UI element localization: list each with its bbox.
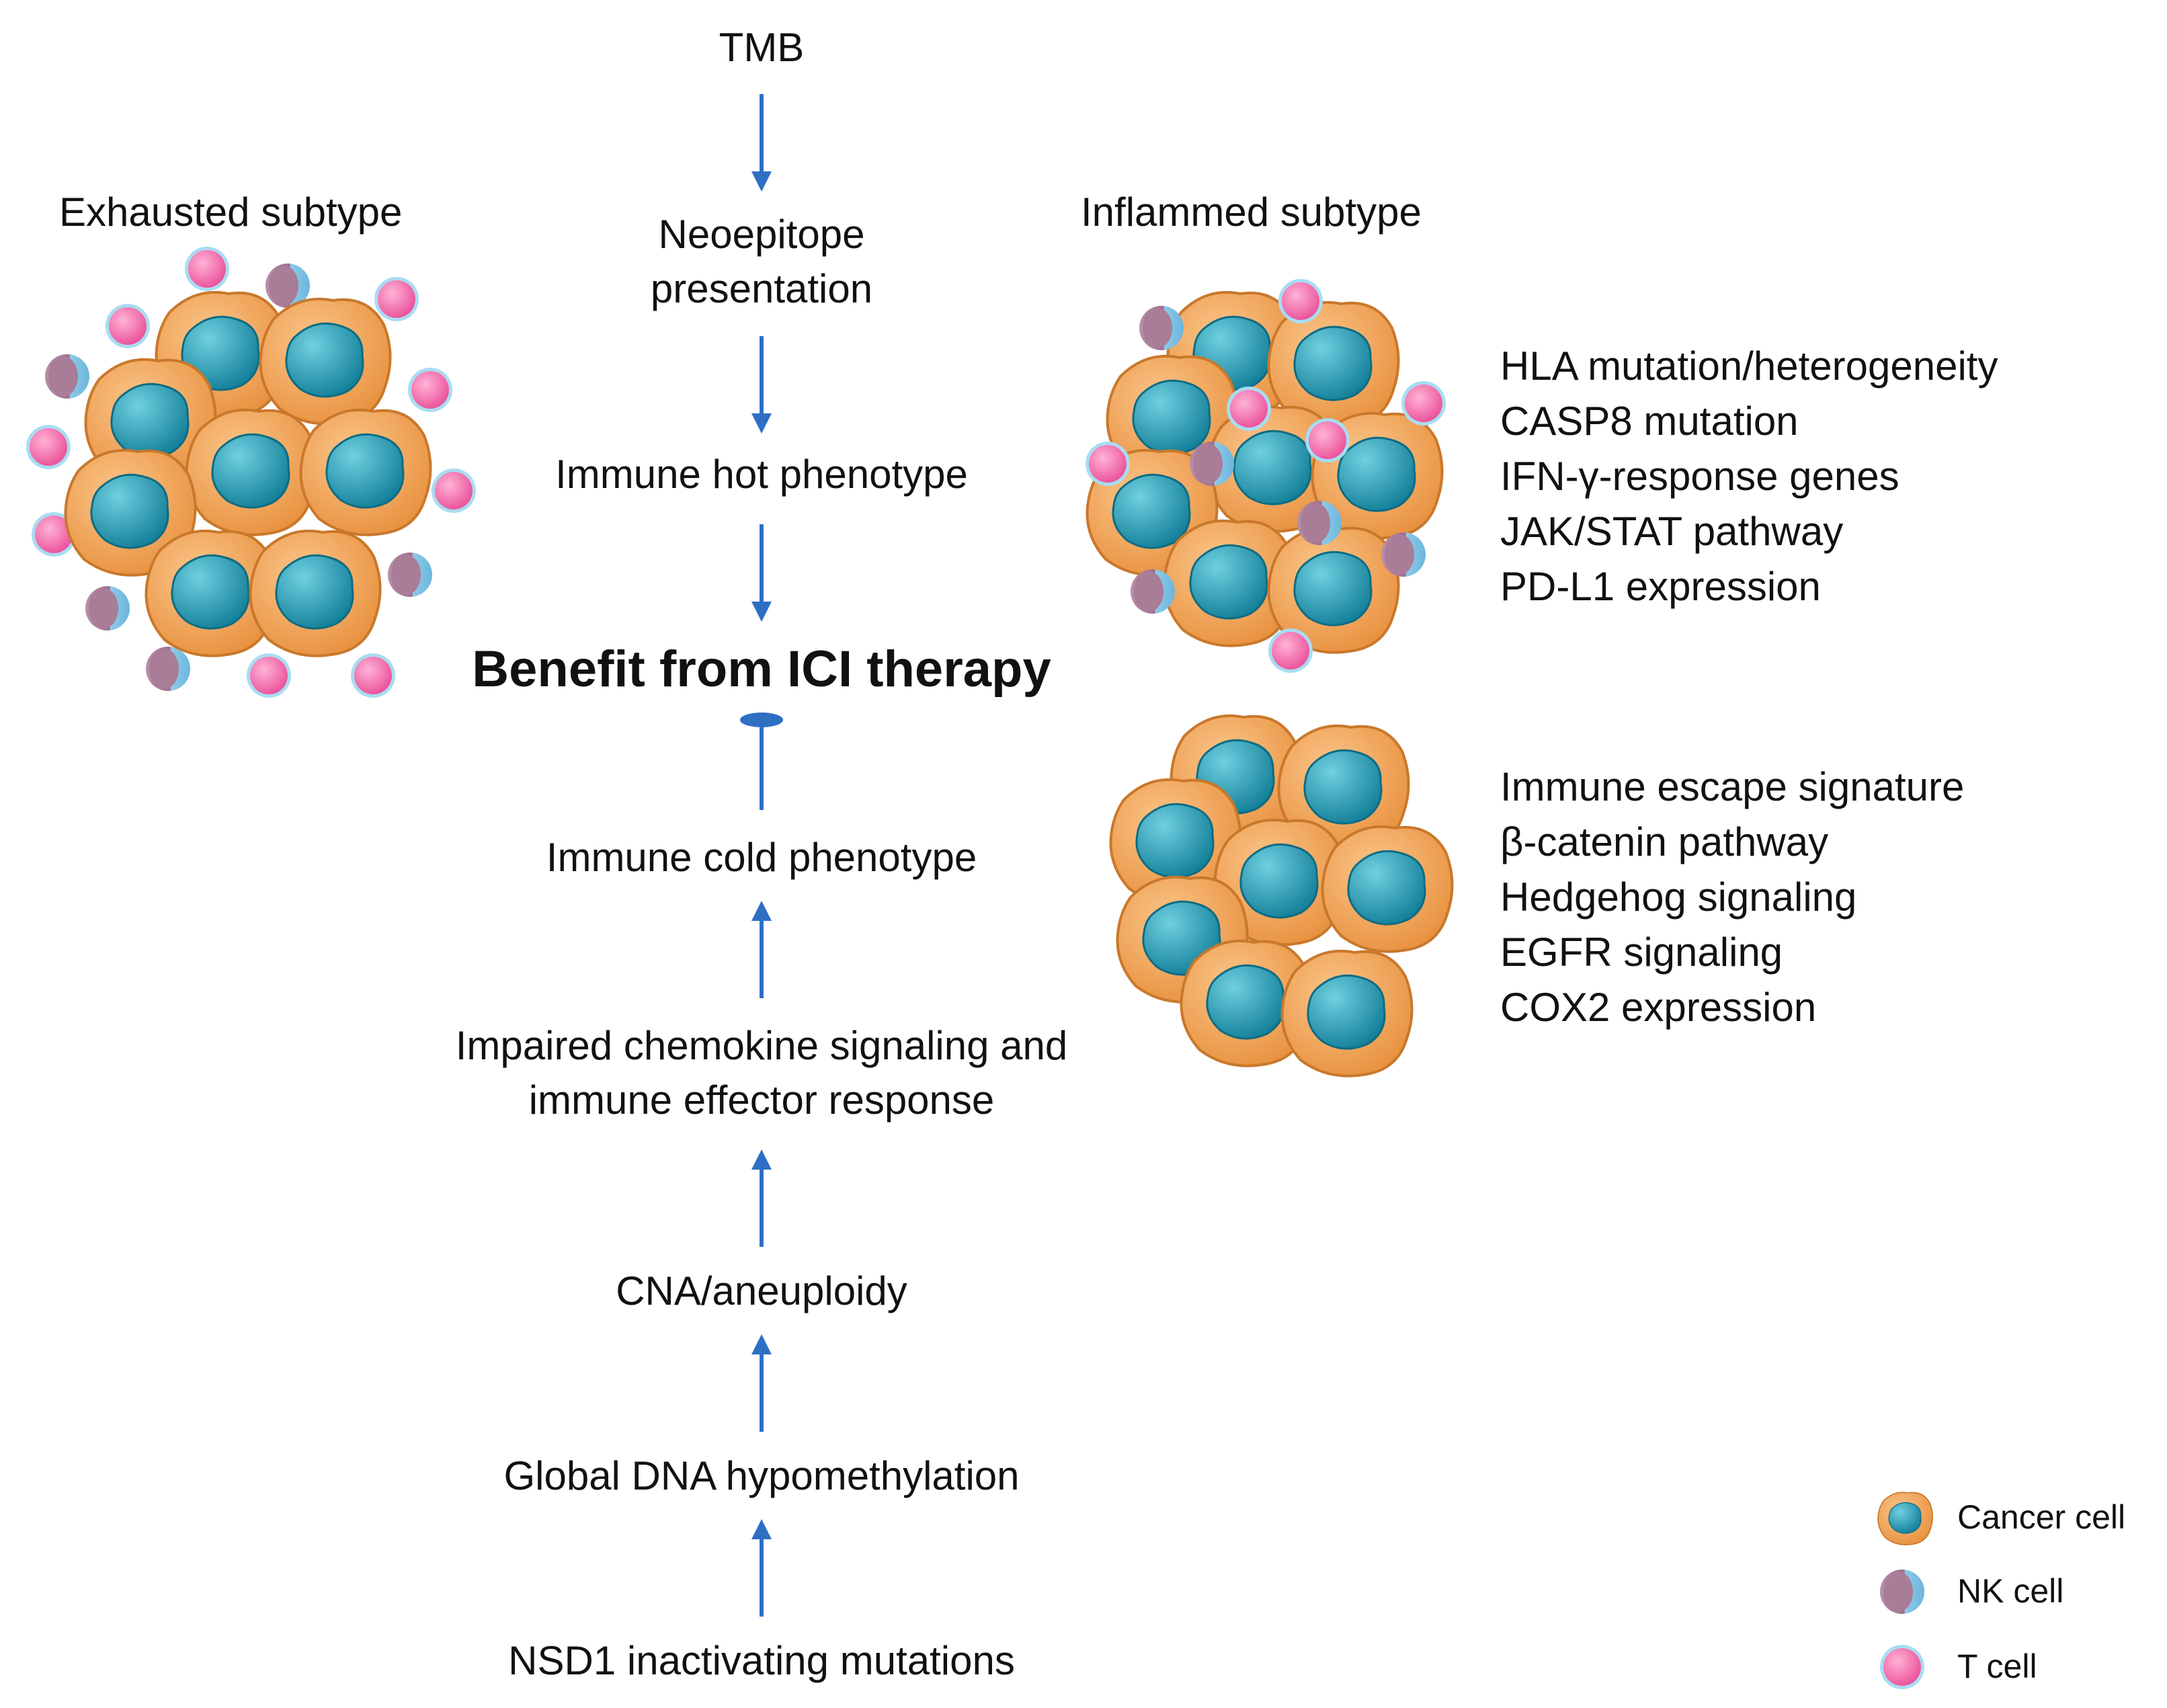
nk-cell <box>1139 306 1184 350</box>
t-cell <box>106 304 150 348</box>
nk-cell <box>1381 532 1426 577</box>
t-cell <box>408 368 452 412</box>
inflamed-feature: PD-L1 expression <box>1500 564 1821 609</box>
nk-cell <box>146 647 190 691</box>
flow-neoepitope: Neoepitope presentation <box>650 212 873 311</box>
t-cell <box>1268 628 1313 673</box>
cold-feature: β-catenin pathway <box>1500 819 1829 864</box>
nk-cell <box>1190 442 1234 486</box>
cancer-cell <box>299 408 432 536</box>
cold-cluster <box>1109 714 1454 1077</box>
cold-feature: EGFR signaling <box>1500 930 1783 975</box>
cold-feature: Immune escape signature <box>1500 764 1965 809</box>
inflamed-feature: IFN-γ-response genes <box>1500 454 1899 499</box>
cancer-cell <box>1321 825 1454 953</box>
t-cell <box>247 653 291 698</box>
flow-hypomethylation: Global DNA hypomethylation <box>503 1453 1020 1498</box>
t-cell <box>351 653 395 698</box>
flow-benefit-title: Benefit from ICI therapy <box>472 641 1051 698</box>
nk-cell-icon <box>1880 1570 1924 1614</box>
t-cell <box>432 469 476 513</box>
cancer-cell-icon <box>1877 1492 1933 1546</box>
cancer-cell <box>185 408 318 536</box>
flow-arrows <box>740 94 783 1617</box>
flow-cna: CNA/aneuploidy <box>616 1268 907 1313</box>
legend-nk-cell: NK cell <box>1957 1572 2064 1610</box>
t-cell <box>1401 381 1446 425</box>
flow-impaired-signaling: Impaired chemokine signaling and immune … <box>455 1023 1068 1123</box>
legend-cancer-cell: Cancer cell <box>1957 1498 2126 1536</box>
legend-icons <box>1877 1492 1933 1689</box>
t-cell <box>1278 279 1323 323</box>
t-cell <box>185 247 229 291</box>
nk-cell <box>1297 501 1342 545</box>
inflamed-feature: JAK/STAT pathway <box>1500 509 1844 554</box>
t-cell <box>26 425 71 469</box>
inflamed-feature: HLA mutation/heterogeneity <box>1500 343 1998 389</box>
cold-feature: Hedgehog signaling <box>1500 875 1857 920</box>
flow-nsd1: NSD1 inactivating mutations <box>508 1638 1015 1683</box>
inflamed-feature: CASP8 mutation <box>1500 399 1799 444</box>
flow-cold-phenotype: Immune cold phenotype <box>546 835 977 880</box>
t-cell <box>1305 418 1350 462</box>
exhausted-subtype-label: Exhausted subtype <box>59 190 403 235</box>
t-cell <box>1227 387 1271 431</box>
t-cell-icon <box>1880 1645 1924 1689</box>
legend-t-cell: T cell <box>1957 1648 2037 1685</box>
cold-feature-list: Immune escape signature β-catenin pathwa… <box>1500 760 1964 1035</box>
t-cell <box>1086 442 1130 486</box>
cancer-cell <box>249 529 382 657</box>
exhausted-cluster <box>26 247 476 698</box>
nk-cell <box>1131 569 1175 614</box>
inflamed-subtype-label: Inflammed subtype <box>1081 190 1422 235</box>
flow-hot-phenotype: Immune hot phenotype <box>555 452 968 497</box>
inhibit-bar <box>740 713 783 727</box>
inflamed-cluster <box>1086 279 1446 673</box>
inflamed-feature-list: HLA mutation/heterogeneity CASP8 mutatio… <box>1500 339 1998 614</box>
nk-cell <box>45 354 89 399</box>
nk-cell <box>85 586 130 631</box>
cold-feature: COX2 expression <box>1500 985 1817 1030</box>
t-cell <box>374 277 419 321</box>
flow-tmb: TMB <box>719 25 805 70</box>
cancer-cell <box>259 297 392 425</box>
cancer-cell <box>1280 949 1414 1077</box>
nk-cell <box>388 553 432 597</box>
